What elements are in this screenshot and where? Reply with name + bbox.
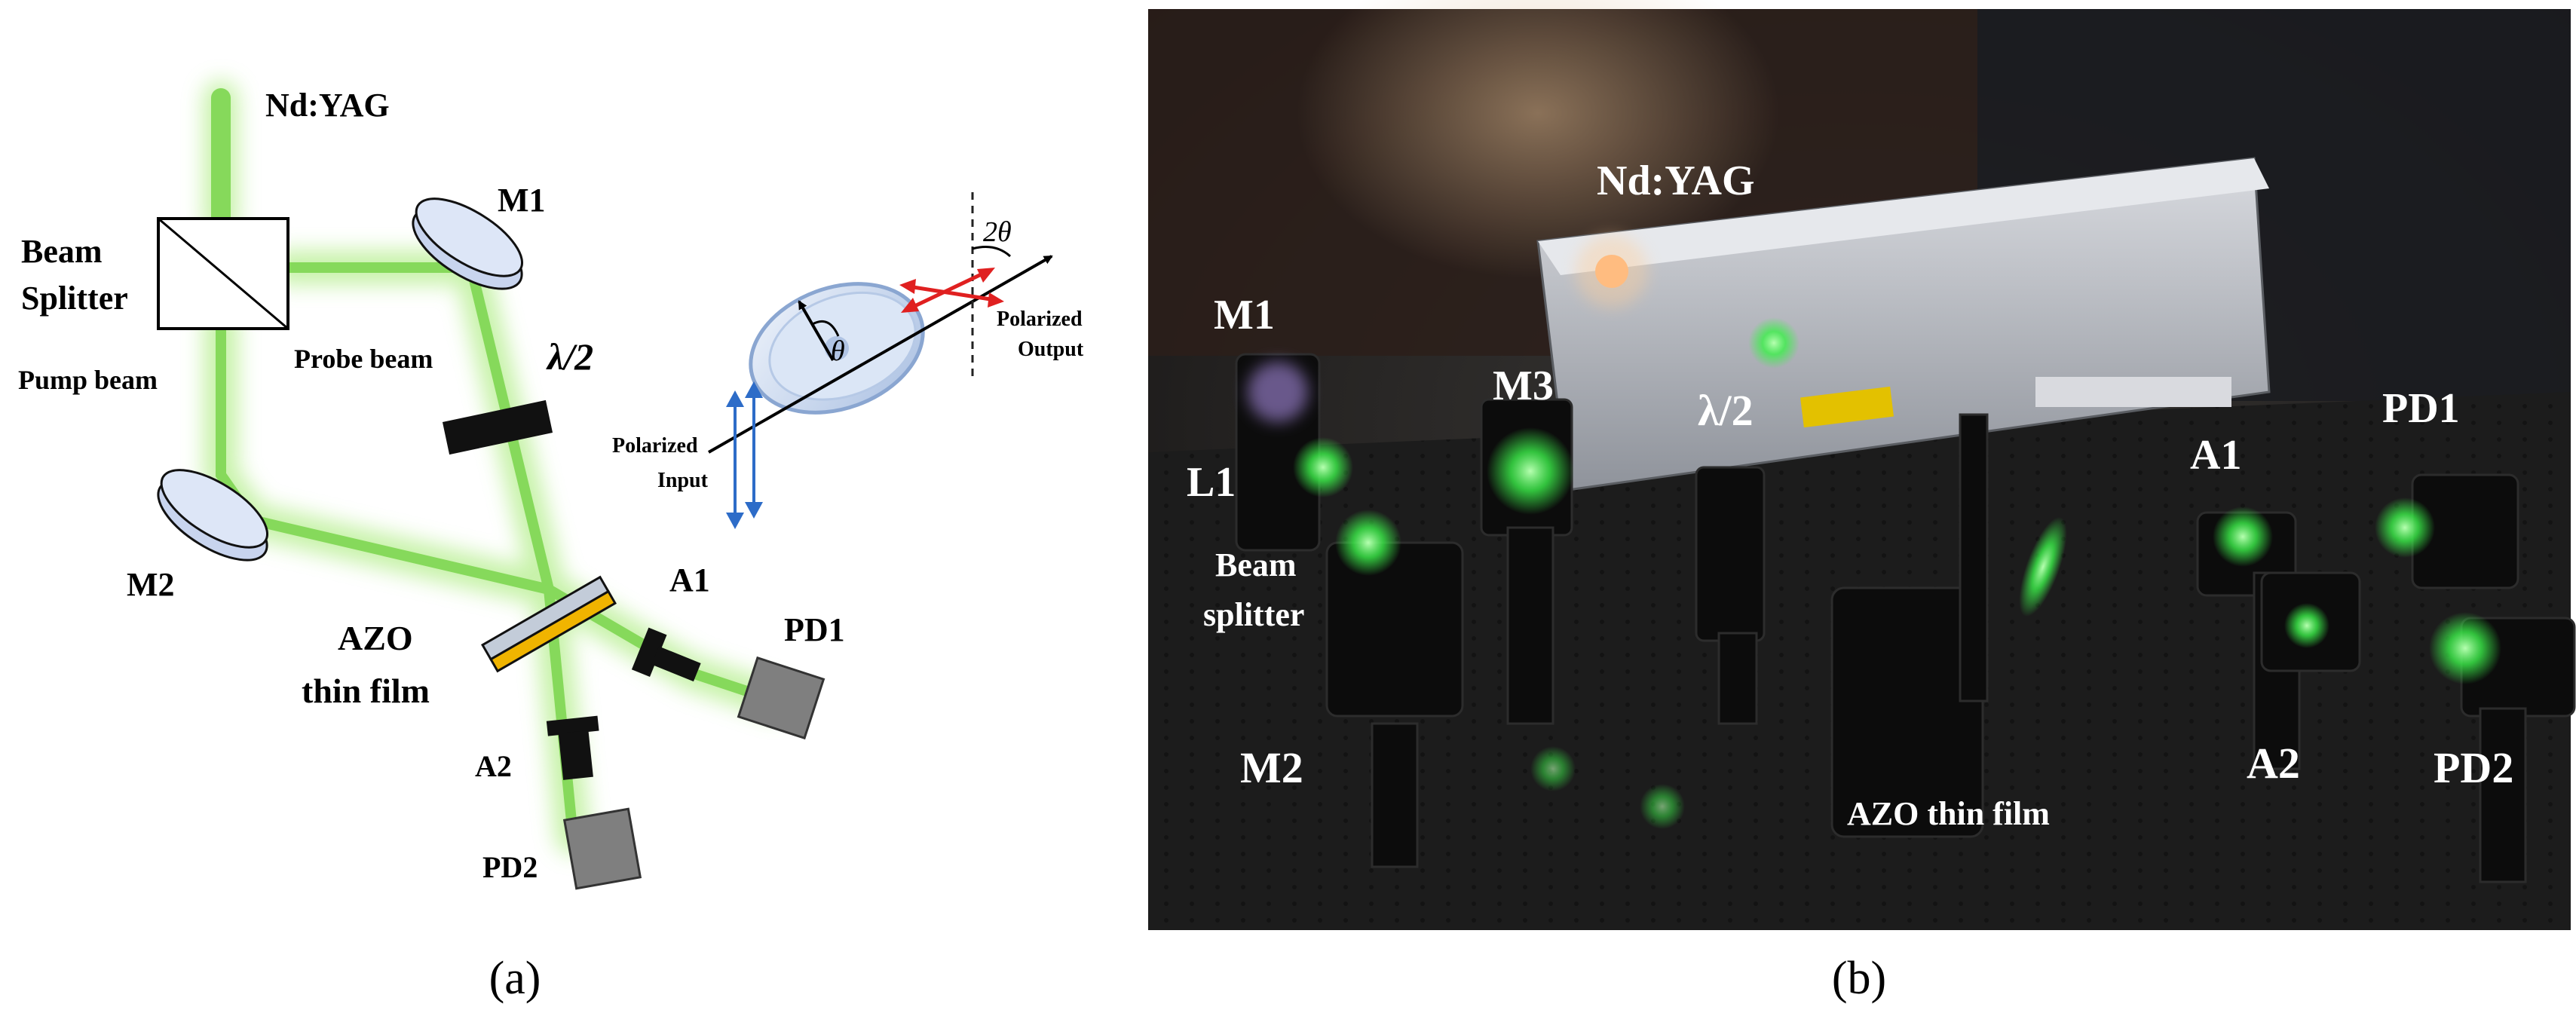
polarization-inset xyxy=(708,192,1053,529)
mirror-m1 xyxy=(412,197,524,290)
label-beam-splitter-2: Splitter xyxy=(21,280,128,317)
caption-b: (b) xyxy=(1832,953,1886,1004)
label-m2: M2 xyxy=(127,566,175,603)
photo-label-beam-splitter-2: splitter xyxy=(1203,596,1304,633)
polarized-output-arrow-1 xyxy=(907,269,989,311)
panel-b-photo: Nd:YAG M1 M3 λ/2 L1 Beam splitter M2 A1 … xyxy=(1148,0,2576,1004)
beam-splitter xyxy=(157,217,289,330)
photodiode-pd1 xyxy=(737,656,825,740)
photo-label-a1: A1 xyxy=(2190,432,2241,479)
azo-thin-film xyxy=(481,575,617,673)
photo-label-nd-yag: Nd:YAG xyxy=(1597,158,1755,204)
label-polarized-input-2: Input xyxy=(657,469,709,492)
label-nd-yag: Nd:YAG xyxy=(265,87,390,124)
analyzer-a1 xyxy=(631,627,701,682)
laser-glints xyxy=(1248,317,2501,829)
label-pd1: PD1 xyxy=(784,611,845,648)
photo-label-pd1: PD1 xyxy=(2382,385,2460,432)
photo-label-m1: M1 xyxy=(1214,292,1275,338)
label-polarized-input-1: Polarized xyxy=(612,434,698,458)
label-half-wave: λ/2 xyxy=(546,335,593,378)
label-probe-beam: Probe beam xyxy=(294,344,433,374)
label-m1: M1 xyxy=(498,182,546,219)
photo-label-a2: A2 xyxy=(2247,739,2300,788)
photo-label-beam-splitter-1: Beam xyxy=(1215,546,1297,583)
caption-a: (a) xyxy=(489,953,541,1004)
laser-housing xyxy=(1536,157,2271,491)
photo-label-azo: AZO thin film xyxy=(1847,795,2050,832)
photo-label-half-wave: λ/2 xyxy=(1698,386,1754,435)
photo-label-m2: M2 xyxy=(1240,743,1303,792)
label-a1: A1 xyxy=(669,562,710,598)
photo-label-m3: M3 xyxy=(1493,363,1554,409)
label-polarized-output-1: Polarized xyxy=(997,308,1083,331)
mirror-m2 xyxy=(157,469,269,562)
label-pump-beam: Pump beam xyxy=(18,365,158,395)
label-azo-2: thin film xyxy=(302,672,430,710)
label-a2: A2 xyxy=(475,749,512,783)
analyzer-a2 xyxy=(546,715,599,780)
input-beam-line xyxy=(708,255,1053,454)
optical-mounts xyxy=(1235,353,2576,883)
photodiode-pd2 xyxy=(562,807,642,890)
label-azo-1: AZO xyxy=(338,619,413,657)
photo-label-pd2: PD2 xyxy=(2434,743,2513,792)
label-pd2: PD2 xyxy=(482,850,538,884)
panel-a-diagram: Nd:YAG Beam Splitter M1 M2 Probe beam Pu… xyxy=(18,81,1084,1004)
photo-label-l1: L1 xyxy=(1187,459,1236,506)
label-two-theta: 2θ xyxy=(983,216,1012,248)
label-beam-splitter-1: Beam xyxy=(21,233,103,270)
half-wave-plate xyxy=(442,399,553,455)
label-theta: θ xyxy=(831,335,845,367)
label-polarized-output-2: Output xyxy=(1018,338,1084,361)
polarized-output-arrow-2 xyxy=(908,284,996,302)
